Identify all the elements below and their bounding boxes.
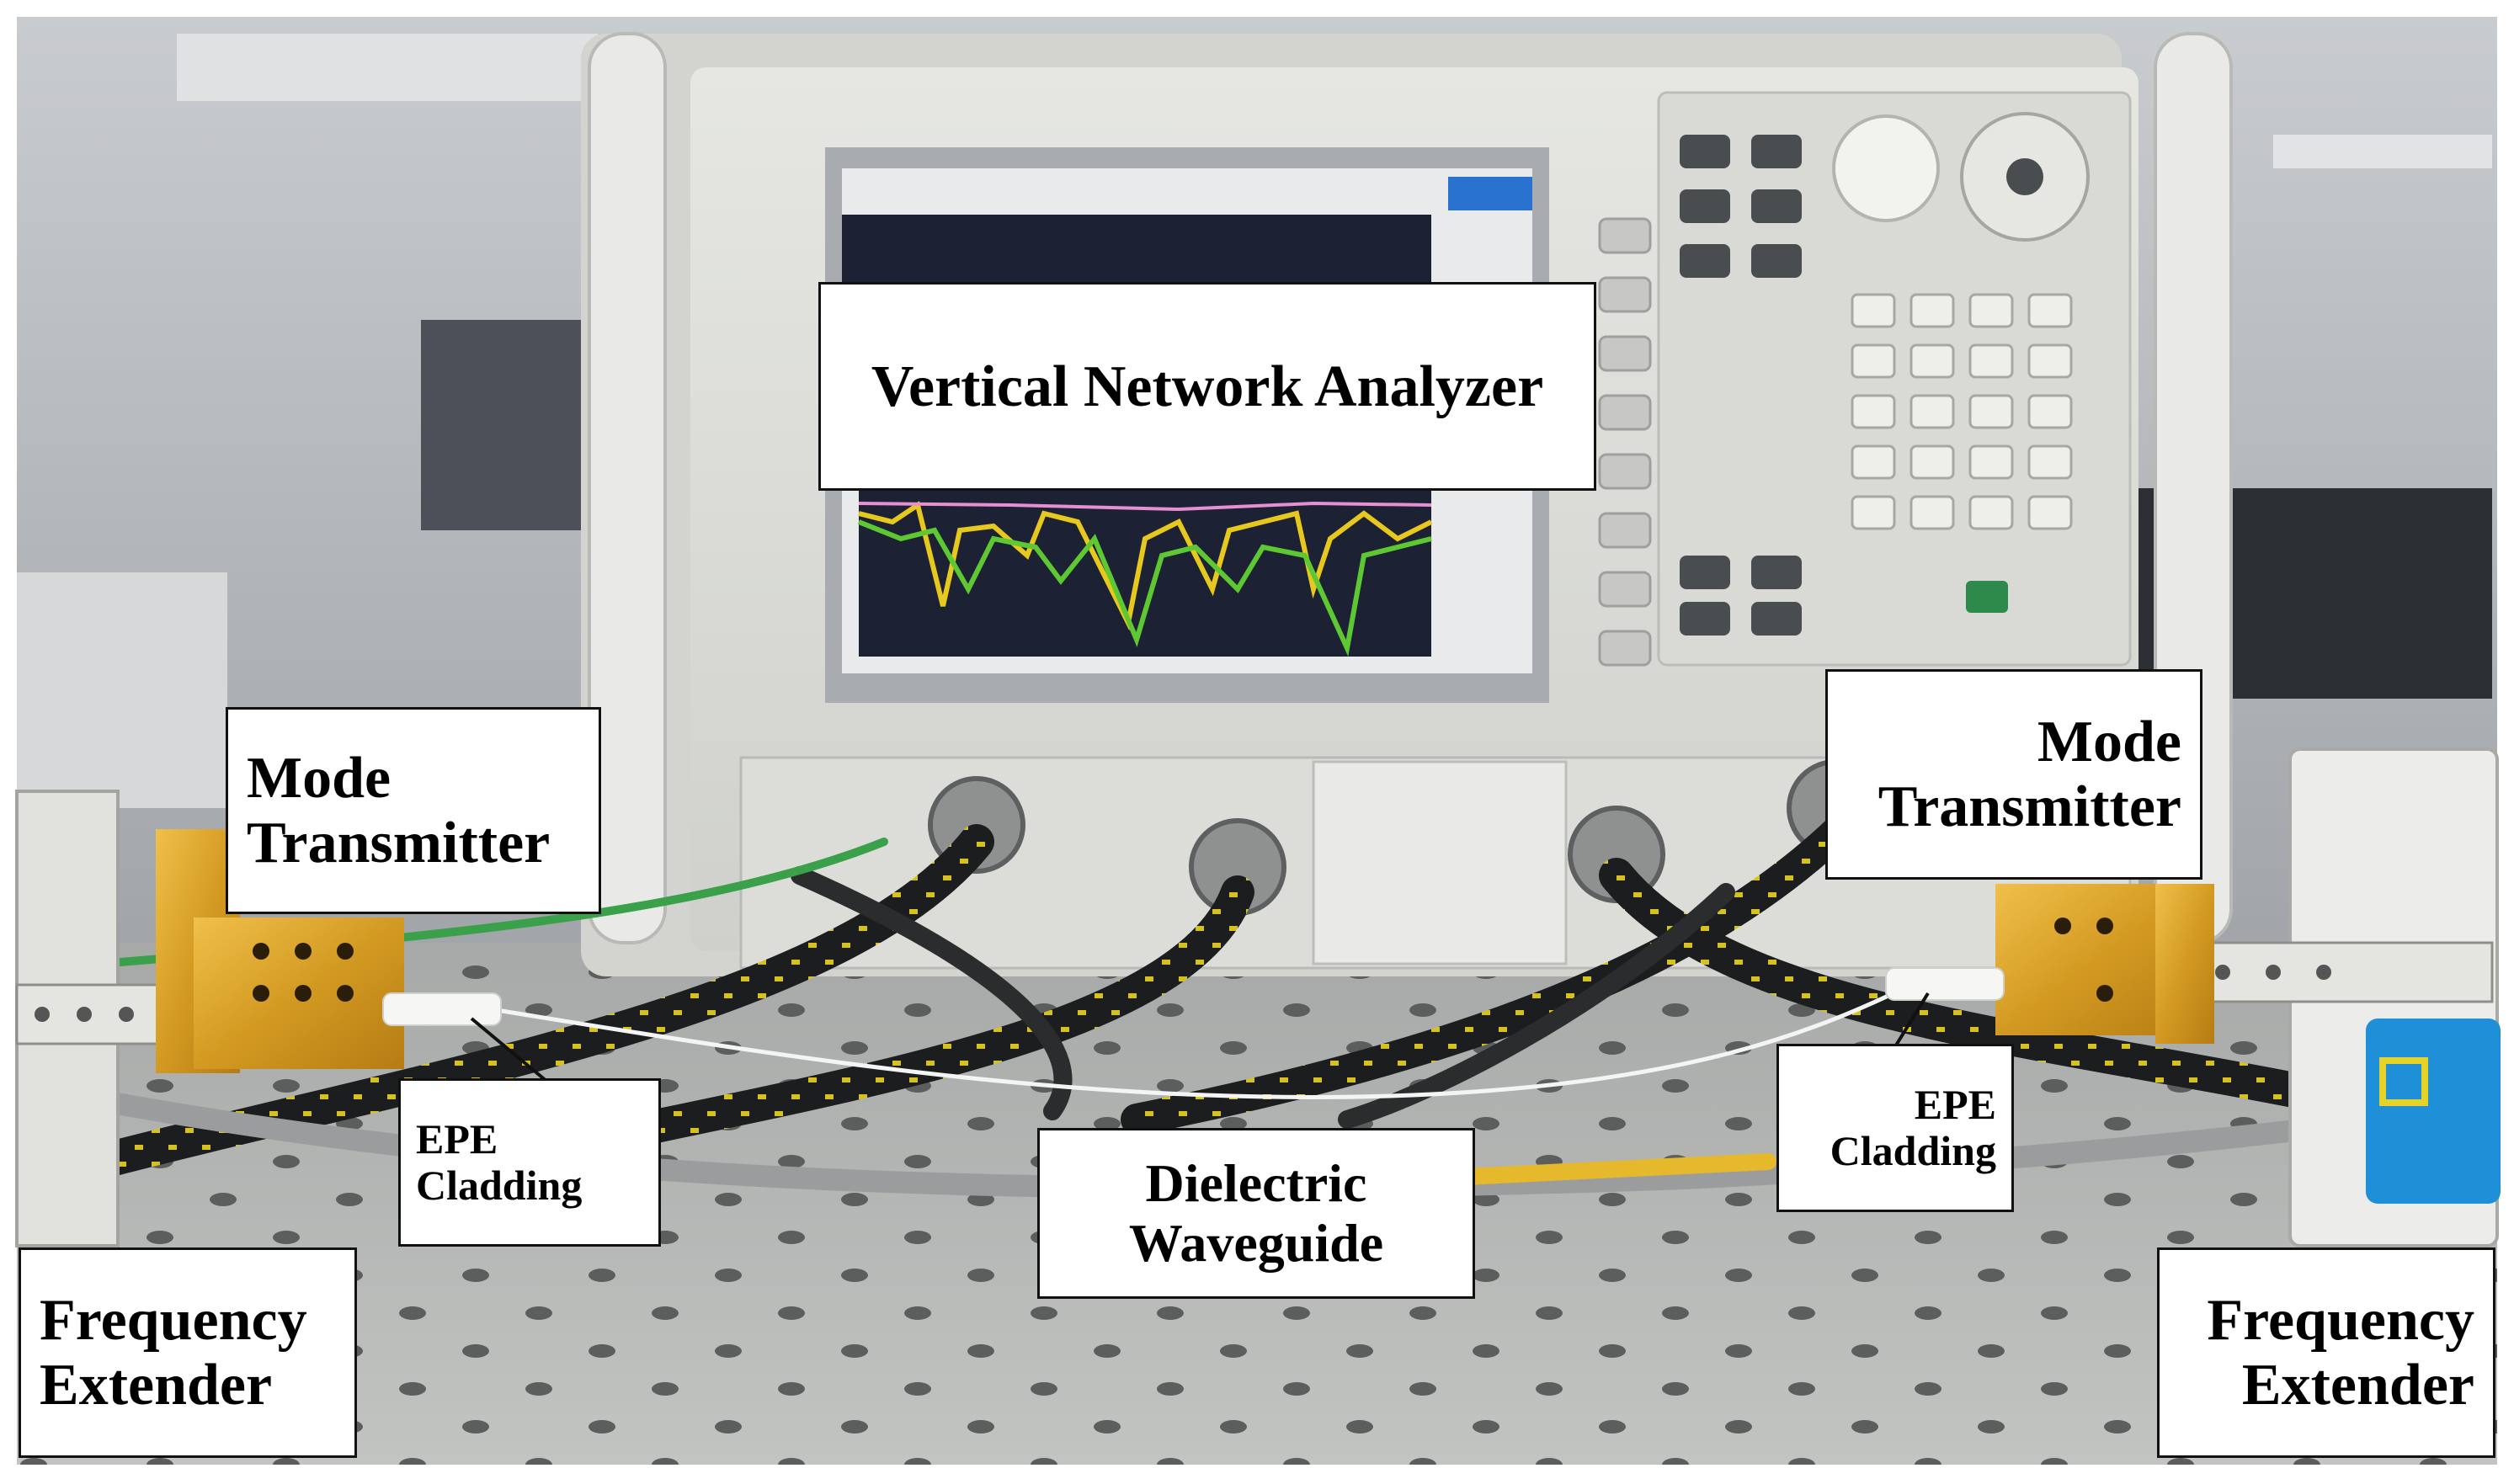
background-shelf-left [177,34,598,101]
yellow-trace [858,501,1433,631]
rotary-knob [1832,114,1940,222]
label-mode-transmitter-right-line1: Mode [2037,710,2181,774]
label-network-analyzer-text: Vertical Network Analyzer [871,354,1544,419]
label-epe-cladding-right-line1: EPE [1914,1081,1996,1128]
background-shelf-right [2273,135,2492,168]
label-network-analyzer: Vertical Network Analyzer [818,282,1596,491]
label-frequency-extender-left-line1: Frequency [40,1288,307,1353]
extender-logo-badge [2366,1019,2501,1204]
label-epe-cladding-left: EPE Cladding [398,1078,661,1247]
leader-lines [470,992,1930,1083]
label-frequency-extender-left-line2: Extender [40,1353,273,1418]
right-frequency-extender [2170,747,2501,1247]
left-mode-transmitter [156,829,502,1073]
label-mode-transmitter-right-line2: Transmitter [1878,774,2181,839]
label-mode-transmitter-left-line2: Transmitter [247,811,551,875]
right-mode-transmitter [1885,884,2214,1044]
label-dielectric-waveguide-line2: Waveguide [1128,1212,1384,1273]
label-mode-transmitter-left-line1: Mode [247,746,391,811]
dielectric-waveguide-line [496,978,1921,1100]
label-frequency-extender-left: Frequency Extender [19,1247,357,1458]
label-dielectric-waveguide-line1: Dielectric [1145,1153,1367,1214]
left-frequency-extender [15,790,187,1247]
label-mode-transmitter-right: Mode Transmitter [1825,669,2202,880]
pink-trace [858,501,1432,512]
label-frequency-extender-right-line2: Extender [2241,1353,2474,1418]
label-dielectric-waveguide: Dielectric Waveguide [1037,1128,1475,1299]
label-epe-cladding-left-line1: EPE [416,1115,498,1162]
label-frequency-extender-right-line1: Frequency [2207,1288,2474,1353]
label-mode-transmitter-left: Mode Transmitter [226,707,601,914]
background-cabinet-left [17,572,227,808]
label-frequency-extender-right: Frequency Extender [2157,1247,2495,1458]
label-epe-cladding-left-line2: Cladding [416,1162,583,1209]
green-trace [857,519,1432,657]
label-epe-cladding-right: EPE Cladding [1776,1044,2014,1212]
label-epe-cladding-right-line2: Cladding [1830,1127,1996,1174]
